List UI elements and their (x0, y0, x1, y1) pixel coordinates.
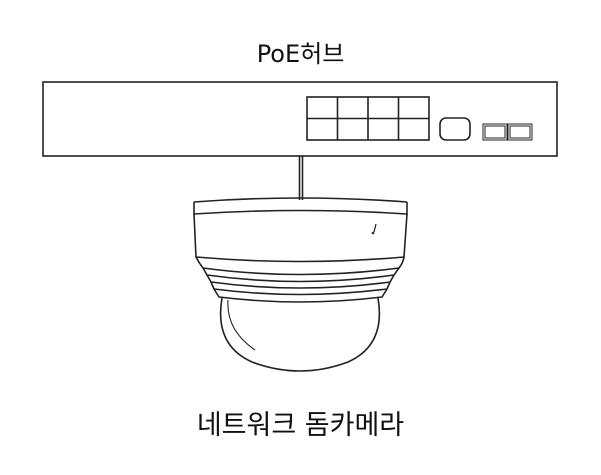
dome-camera (193, 197, 408, 372)
dome-camera-label: 네트워크 돔카메라 (196, 410, 405, 441)
camera-housing (193, 213, 408, 263)
camera-top-edge (193, 197, 408, 203)
uplink-port (439, 117, 471, 141)
camera-dome (219, 297, 381, 372)
poe-hub (42, 81, 558, 157)
ethernet-ports (306, 96, 430, 141)
indicator-ports (482, 123, 533, 141)
poe-hub-label: PoE허브 (256, 40, 345, 68)
hub-body (42, 81, 558, 157)
network-cable (298, 156, 304, 200)
camera-ring (195, 256, 405, 276)
